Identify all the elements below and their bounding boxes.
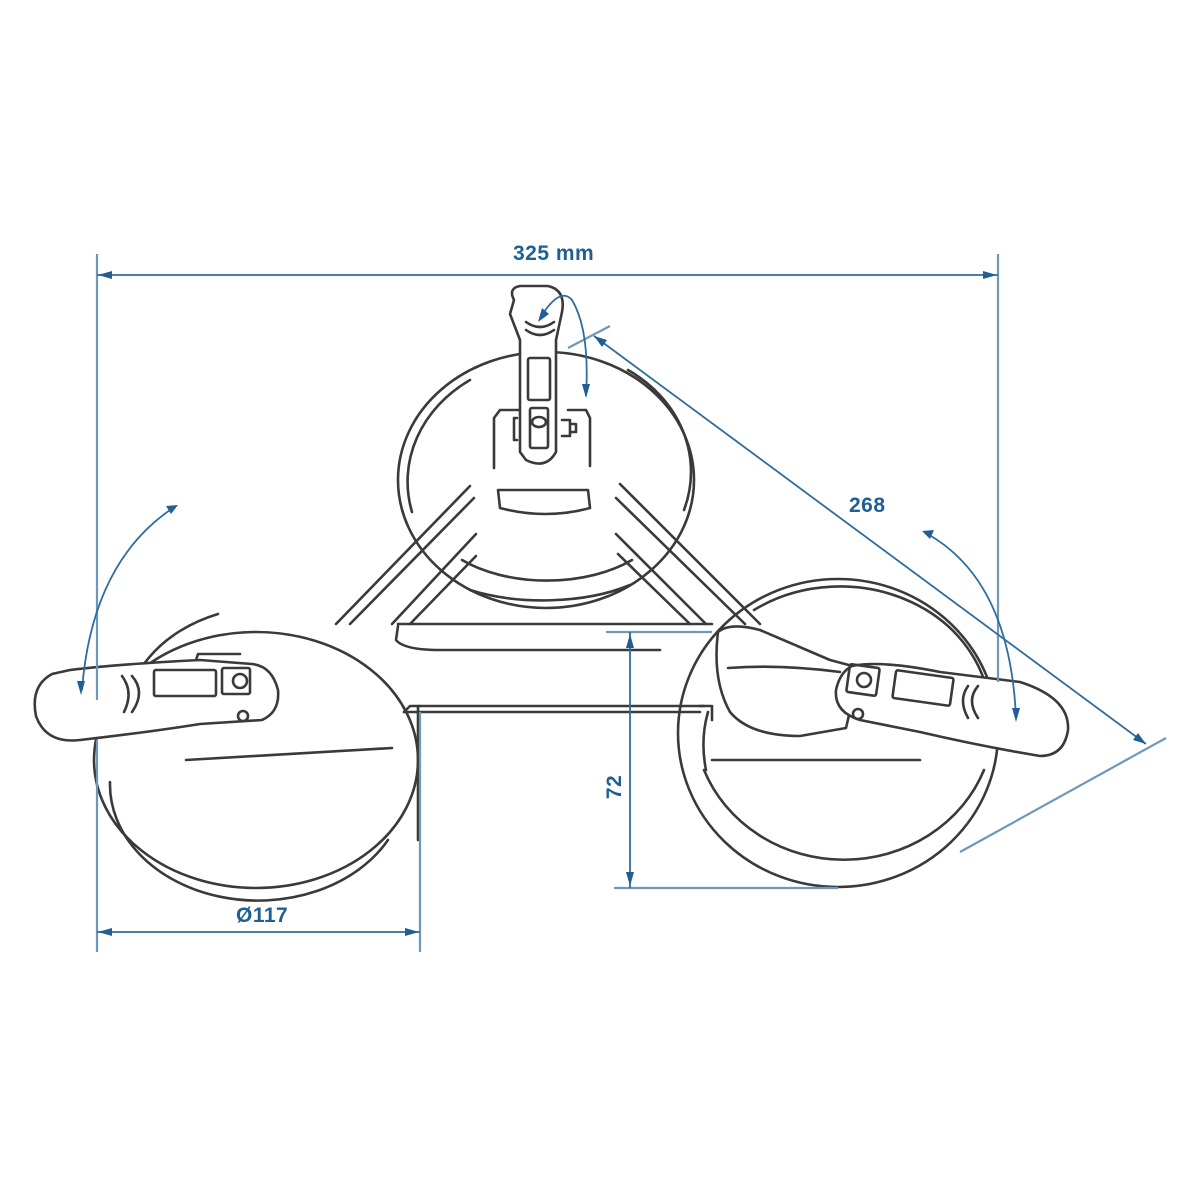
triangular-frame: [334, 482, 762, 626]
dimension-height: [606, 630, 838, 890]
dimension-diagonal: [567, 325, 1167, 853]
base-bar: [394, 624, 706, 714]
diagonal-length-label: 268: [849, 494, 886, 517]
cup-diameter-label: Ø117: [236, 904, 289, 927]
dimension-cup-diameter: [95, 712, 422, 952]
height-label: 72: [603, 774, 627, 800]
lever-rotation-arrow-top: [538, 294, 590, 398]
right-suction-cup: [676, 577, 1070, 889]
overall-width-label: 325 mm: [513, 242, 595, 265]
top-suction-cup: [396, 284, 696, 610]
dimension-overall-width: [95, 254, 1000, 700]
lever-rotation-arrow-left: [77, 505, 178, 695]
left-suction-cup: [33, 612, 422, 902]
lever-rotation-arrow-right: [922, 530, 1020, 722]
